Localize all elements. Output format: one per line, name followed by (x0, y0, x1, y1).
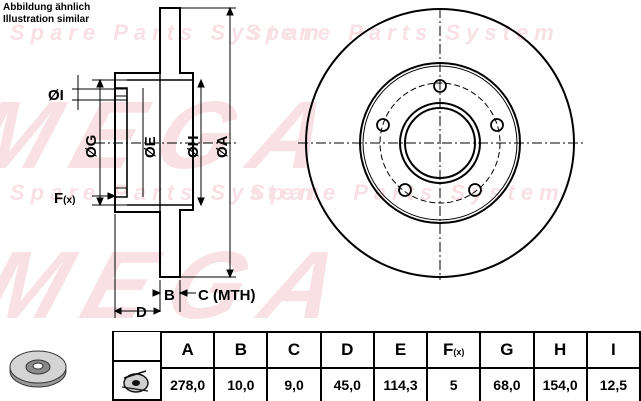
bolt-hole (433, 79, 447, 93)
spec-value-h: 154,0 (532, 367, 588, 401)
watermark-tagline: Spare Parts System (10, 180, 325, 205)
label-dim-f-letter: F (54, 190, 63, 207)
label-dim-a: ØA (214, 135, 231, 158)
spec-value-d: 45,0 (319, 367, 375, 401)
note-illustration-de: Abbildung ähnlich (3, 2, 91, 13)
brake-disc-side-icon (121, 370, 149, 393)
spec-header-e: E (372, 331, 429, 369)
label-dim-e: ØE (142, 136, 159, 158)
label-dim-f: F(x) (54, 190, 75, 207)
watermark-tagline: Spare Parts System (10, 20, 325, 45)
bolt-hole (398, 183, 412, 197)
spec-header-d: D (319, 331, 375, 369)
spec-header-b: B (213, 331, 269, 369)
spec-header-c: C (266, 331, 322, 369)
label-dim-g: ØG (83, 135, 100, 158)
spec-value-a: 278,0 (159, 367, 216, 401)
spec-table-wrap: A B C D E F(x) G H I 278,0 10,0 9,0 45,0… (0, 331, 641, 401)
label-dim-b: B (164, 287, 175, 304)
watermark-brand: MEGA (0, 81, 362, 188)
spec-header-f-sub: (x) (453, 347, 465, 357)
watermark-brand: MEGA (0, 231, 373, 331)
disc-center-bore (404, 107, 476, 179)
label-dim-i: ØI (48, 87, 64, 104)
spec-header-a: A (159, 331, 216, 369)
label-dim-h: ØH (185, 136, 202, 159)
spec-table: A B C D E F(x) G H I 278,0 10,0 9,0 45,0… (159, 331, 641, 401)
spec-value-i: 12,5 (585, 367, 641, 401)
brake-disc-icon (9, 350, 67, 388)
bolt-hole (490, 118, 504, 132)
spec-value-e: 114,3 (372, 367, 429, 401)
spec-value-g: 68,0 (479, 367, 535, 401)
bolt-hole (468, 183, 482, 197)
label-dim-f-sub: (x) (63, 195, 75, 206)
spec-value-b: 10,0 (213, 367, 269, 401)
bolt-hole (376, 118, 390, 132)
note-illustration-en: Illustration similar (3, 14, 90, 25)
spec-header-h: H (532, 331, 588, 369)
spec-value-f: 5 (426, 367, 482, 401)
label-dim-c: C (MTH) (198, 287, 255, 304)
label-dim-d: D (136, 304, 147, 321)
disc-outer-edge (305, 8, 575, 278)
disc-bolt-circle (379, 82, 501, 204)
disc-center-bore-outer (399, 102, 481, 184)
spec-header-f: F(x) (426, 331, 482, 369)
spec-header-g: G (479, 331, 535, 369)
spec-header-f-letter: F (443, 340, 454, 359)
thumbnail-panel (0, 330, 160, 401)
disc-hub-outer (359, 62, 521, 224)
brake-disc-drawing: ØI ØG ØE ØH ØA F(x) B C (MTH) D (48, 6, 585, 321)
spec-header-i: I (585, 331, 641, 369)
spec-value-c: 9,0 (266, 367, 322, 401)
disc-hub-step (362, 65, 518, 221)
